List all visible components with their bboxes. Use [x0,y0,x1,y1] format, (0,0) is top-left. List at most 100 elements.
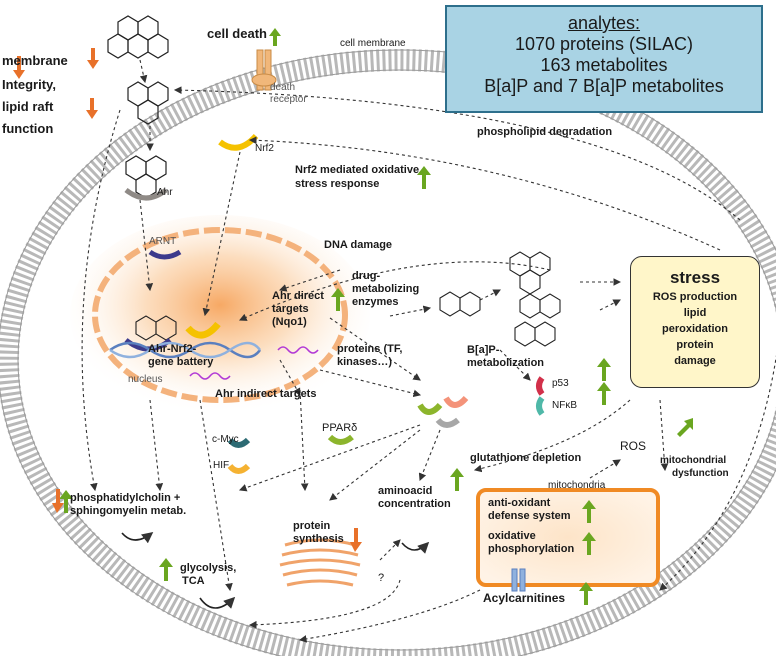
proteins-label: proteins (TF, [337,343,403,355]
glutathione-label: glutathione depletion [470,452,582,464]
mitochondrion [476,488,660,587]
bap-ahr-icon [125,155,167,199]
up-arrow-icon [269,28,281,46]
death-receptor-label: receptor [270,94,307,105]
question-label: ? [378,572,385,584]
stress-box: stress ROS production lipid peroxidation… [630,256,760,388]
stress-item: lipid [683,307,707,319]
nrf2-response-label: Nrf2 mediated oxidative [295,164,420,176]
cell-membrane-label: cell membrane [340,38,406,49]
drug-enzymes-label: metabolizing [352,283,420,295]
bap-metabolization-label: metabolization [467,357,545,369]
down-arrow-icon [87,48,99,69]
analytes-line: 1070 proteins (SILAC) [514,34,694,54]
down-arrow-icon [13,56,25,79]
ahr-direct-label: targets [272,303,309,315]
bap-molecule-icon [107,15,169,59]
stress-item: damage [674,355,716,367]
phosphatidylcholin-label: sphingomyelin metab. [70,505,187,517]
pathway-arrows [81,59,776,643]
ahr-label: Ahr [157,187,173,198]
analytes-title: analytes: [567,13,641,33]
up-arrow-icon [331,288,345,311]
cmyc-label: c-Myc [212,434,239,445]
membrane-label: membrane [2,53,68,68]
ahr-protein-icon [124,187,168,201]
proteins-label: kinases…) [337,356,393,368]
endoplasmic-reticulum-icon [279,538,361,587]
dna-damage-label: DNA damage [324,239,393,251]
cycle-arrows [121,532,430,609]
oxphos-label: oxidative [488,530,536,542]
stress-item: ROS production [652,291,738,303]
ahr-direct-label: (Nqo1) [272,316,307,328]
acylcarnitines-label: Acylcarnitines [483,591,566,605]
up-arrow-icon [417,166,431,189]
oxphos-label: phosphorylation [488,543,575,555]
lipid-raft-label: lipid raft [2,99,54,114]
integrity-label: Integrity, [2,77,56,92]
p53-label: p53 [552,378,569,389]
up-arrow-icon [59,490,73,513]
channel-icon [511,568,526,592]
bap-metabolization-label: B[a]P- [467,344,500,356]
up-arrow-icon [597,382,611,405]
mitochondrial-dysfunction-label: dysfunction [672,468,729,479]
ppard-label: PPARδ [322,422,358,434]
up-arrow-icon [677,418,693,437]
cell-membrane [0,49,776,656]
mrna-icon-1 [277,346,319,354]
nfkb-icon [536,396,545,416]
mrna-icon-2 [189,372,231,380]
up-arrow-icon [582,532,596,555]
analytes-line: B[a]P and 7 B[a]P metabolites [484,76,724,96]
down-arrow-icon [86,98,98,119]
nucleus [70,215,370,415]
cmyc-icon [227,437,251,448]
change-arrows [13,28,693,605]
dna-icon [109,341,262,359]
down-arrow-icon [52,489,64,513]
down-arrow-icon [350,528,362,552]
phospholipid-degradation-label: phospholipid degradation [477,126,613,138]
nrf2-label: Nrf2 [255,143,274,154]
stress-title: stress [669,268,721,287]
arnt-label: ARNT [149,236,177,247]
stress-item: peroxidation [661,323,728,335]
hif-icon [227,463,251,474]
up-arrow-icon [450,468,464,491]
arnt-icon [148,249,182,260]
glycolysis-label: TCA [182,575,205,587]
ros-label: ROS [620,439,647,453]
mitochondria-label: mitochondria [548,480,606,491]
bap-membrane-icon [127,81,169,125]
nfkb-label: NFκB [552,400,577,411]
glycolysis-label: glycolysis, [180,562,237,574]
up-arrow-icon [159,558,173,581]
gene-battery-label: gene battery [148,356,214,368]
analytes-box: analytes: 1070 proteins (SILAC) 163 meta… [445,5,763,113]
drug-enzymes-label: enzymes [352,296,399,308]
bap-metabolites-icon [439,251,561,347]
protein-cluster-icon [417,395,469,428]
death-receptor-label: death [270,82,296,93]
analytes-line: 163 metabolites [540,55,668,75]
protein-synthesis-label: synthesis [293,533,344,545]
phosphatidylcholin-label: phosphatidylcholin + [70,492,181,504]
death-receptor-icon [251,49,277,91]
antioxidant-label: anti-oxidant [488,497,551,509]
up-arrow-icon [597,358,611,381]
ahr-indirect-label: Ahr indirect targets [215,388,317,400]
drug-enzymes-label: drug- [352,270,381,282]
hif-label: HIF [213,460,230,471]
p53-icon [536,376,545,396]
gene-battery-label: Ahr-Nrf2- [148,343,197,355]
aminoacid-label: aminoacid [378,485,433,497]
up-arrow-icon [582,500,596,523]
nrf2-icon [218,133,259,151]
up-arrow-icon [579,582,593,605]
function-label: function [2,121,54,136]
nrf2-response-label: stress response [295,178,380,190]
antioxidant-label: defense system [488,510,571,522]
